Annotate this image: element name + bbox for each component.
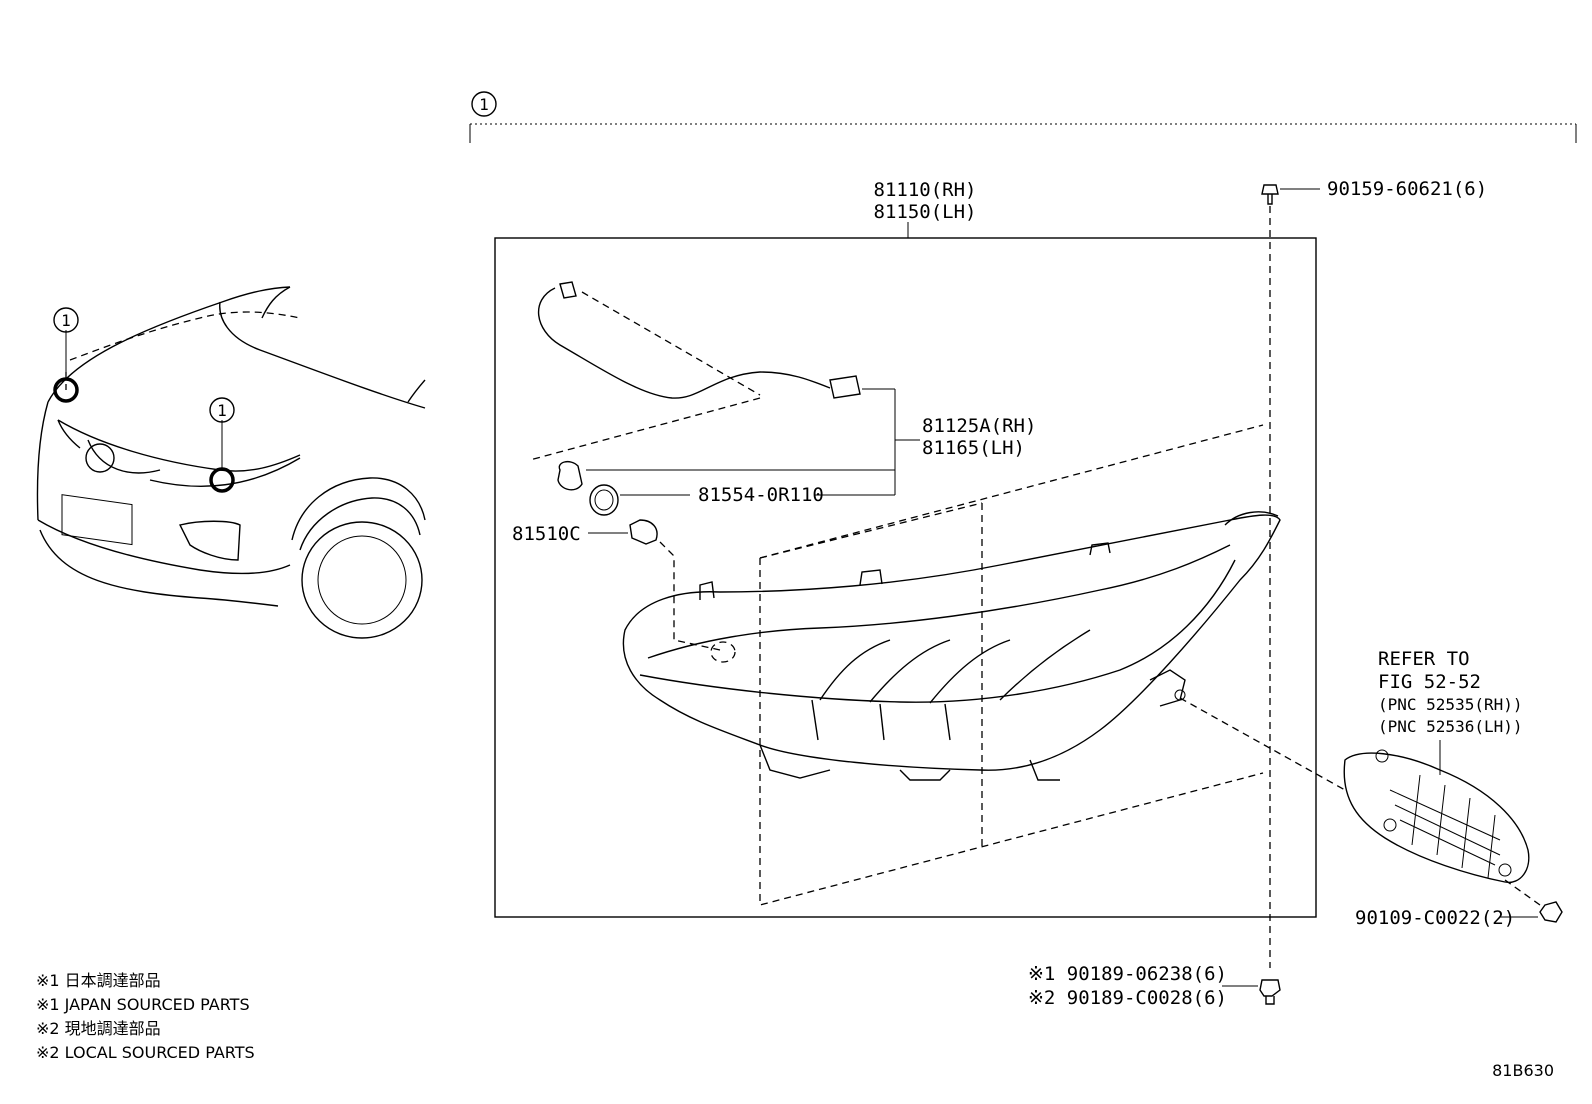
mounting-bracket-illustration: REFER TO FIG 52-52 (PNC 52535(RH)) (PNC … [1179, 648, 1541, 906]
part-81165-lh: 81165(LH) [922, 437, 1025, 459]
bracket-callout-number: 1 [479, 95, 489, 114]
bolt-illustration: 90109-C0022(2) [1355, 901, 1563, 929]
sourcing-notes: ※1 日本調達部品 ※1 JAPAN SOURCED PARTS ※2 現地調達… [36, 971, 255, 1062]
note-local-jp: ※2 現地調達部品 [36, 1019, 161, 1038]
part-81554-0r110: 81554-0R110 [698, 484, 824, 506]
part-90109-c0022: 90109-C0022(2) [1355, 907, 1515, 929]
refer-pnc-lh: (PNC 52536(LH)) [1378, 717, 1523, 736]
screw-illustration: 90159-60621(6) [1261, 178, 1487, 968]
part-81510c: 81510C [512, 523, 581, 545]
vehicle-callout-1: 1 [61, 311, 71, 330]
assembly-bracket: 1 [469, 91, 1577, 143]
gasket-illustration: 81554-0R110 [589, 484, 895, 516]
nut-illustration: ※1 90189-06238(6) ※2 90189-C0028(6) [1028, 963, 1281, 1009]
part-90189-c0028: ※2 90189-C0028(6) [1028, 987, 1227, 1009]
part-90159-60621: 90159-60621(6) [1327, 178, 1487, 200]
part-81150-lh: 81150(LH) [874, 201, 977, 223]
refer-fig-label: FIG 52-52 [1378, 671, 1481, 693]
note-japan-en: ※1 JAPAN SOURCED PARTS [36, 995, 250, 1014]
refer-to-label: REFER TO [1378, 648, 1470, 670]
part-81110-rh: 81110(RH) [874, 179, 977, 201]
part-81125a-rh: 81125A(RH) [922, 415, 1036, 437]
headlamp-housing-illustration [622, 511, 1281, 781]
note-japan-jp: ※1 日本調達部品 [36, 971, 161, 990]
headlamp-assembly-box: 81110(RH) 81150(LH) [494, 179, 1317, 918]
note-local-en: ※2 LOCAL SOURCED PARTS [36, 1043, 255, 1062]
wire-harness-illustration [529, 281, 861, 491]
bulb-illustration: 81510C [512, 519, 721, 651]
vehicle-callout-2: 1 [217, 401, 227, 420]
refer-pnc-rh: (PNC 52535(RH)) [1378, 695, 1523, 714]
figure-code: 81B630 [1492, 1061, 1554, 1080]
vehicle-front-illustration: 1 1 [36, 286, 426, 639]
projection-lines [759, 424, 1264, 906]
wire-harness-callout: 81125A(RH) 81165(LH) [586, 388, 1036, 495]
part-90189-06238: ※1 90189-06238(6) [1028, 963, 1227, 985]
